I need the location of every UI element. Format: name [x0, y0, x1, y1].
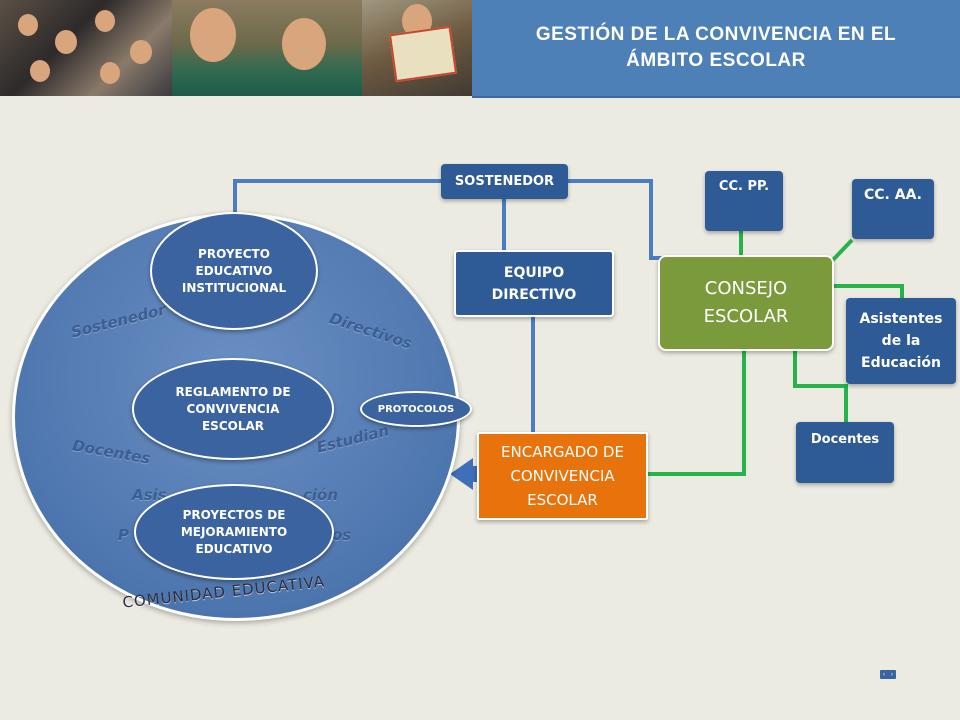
line-consejo-docentes: [793, 350, 848, 424]
line-sostenedor-to-circle: [233, 179, 442, 226]
member-padres-b: os: [332, 526, 352, 544]
cc-pp-label: CC. PP.: [718, 179, 770, 194]
pei-ellipse[interactable]: PROYECTO EDUCATIVO INSTITUCIONAL: [150, 212, 318, 330]
nav-next-icon[interactable]: ›: [890, 671, 894, 678]
consejo-escolar-box[interactable]: CONSEJO ESCOLAR: [658, 255, 834, 351]
encargado-label: ENCARGADO DE CONVIVENCIA ESCOLAR: [501, 443, 624, 509]
arrow-encargado-left: [450, 458, 478, 490]
equipo-directivo-box[interactable]: EQUIPO DIRECTIVO: [454, 250, 614, 317]
docentes-label: Docentes: [810, 432, 880, 447]
pme-label: PROYECTOS DE MEJORAMIENTO EDUCATIVO: [180, 507, 288, 556]
cc-pp-box[interactable]: CC. PP.: [705, 171, 783, 231]
cc-aa-box[interactable]: CC. AA.: [852, 179, 934, 239]
boy-reading-photo: [362, 0, 472, 96]
line-sostenedor-to-consejo: [567, 179, 665, 260]
students-photo: [0, 0, 172, 96]
header: GESTIÓN DE LA CONVIVENCIA EN EL ÁMBITO E…: [0, 0, 960, 98]
member-asistentes-b: ción: [303, 486, 339, 504]
equipo-directivo-label: EQUIPO DIRECTIVO: [491, 264, 577, 303]
asistentes-box[interactable]: Asistentes de la Educación: [846, 298, 956, 384]
sostenedor-label: SOSTENEDOR: [454, 174, 555, 189]
member-padres-a: P: [118, 526, 129, 544]
line-consejo-encargado: [648, 350, 746, 476]
reglamento-label: REGLAMENTO DE CONVIVENCIA ESCOLAR: [175, 384, 291, 433]
consejo-escolar-label: CONSEJO ESCOLAR: [703, 278, 789, 327]
girls-photo: [172, 0, 362, 96]
page-title: GESTIÓN DE LA CONVIVENCIA EN EL ÁMBITO E…: [535, 24, 897, 71]
title-bar: GESTIÓN DE LA CONVIVENCIA EN EL ÁMBITO E…: [472, 0, 960, 98]
docentes-box[interactable]: Docentes: [796, 422, 894, 483]
asistentes-label: Asistentes de la Educación: [859, 311, 943, 371]
reglamento-ellipse[interactable]: REGLAMENTO DE CONVIVENCIA ESCOLAR: [132, 358, 334, 460]
protocolos-ellipse[interactable]: PROTOCOLOS: [360, 391, 472, 427]
nav-prev-icon[interactable]: ‹: [882, 671, 886, 678]
encargado-box[interactable]: ENCARGADO DE CONVIVENCIA ESCOLAR: [477, 432, 648, 520]
protocolos-label: PROTOCOLOS: [377, 403, 455, 415]
slide-nav-icon[interactable]: ‹ ›: [880, 670, 896, 679]
pme-ellipse[interactable]: PROYECTOS DE MEJORAMIENTO EDUCATIVO: [134, 484, 334, 580]
line-consejo-asistentes: [831, 284, 904, 300]
sostenedor-box[interactable]: SOSTENEDOR: [441, 164, 568, 199]
pei-label: PROYECTO EDUCATIVO INSTITUCIONAL: [181, 246, 287, 295]
cc-aa-label: CC. AA.: [864, 187, 922, 203]
line-consejo-ccaa: [829, 238, 854, 264]
header-photo-strip: [0, 0, 472, 96]
